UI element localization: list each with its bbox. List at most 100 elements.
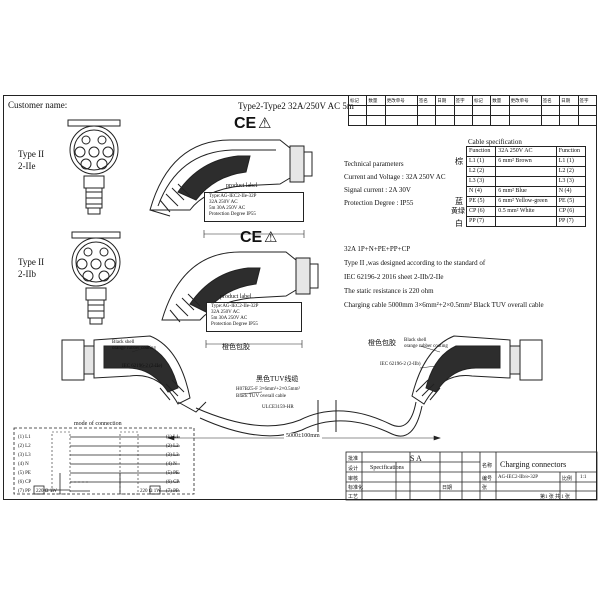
title-block-check: 审核 xyxy=(348,477,359,482)
title-block-sheet-label: 张 xyxy=(482,486,488,491)
product-label-line: 32A 250V AC xyxy=(209,200,238,205)
spec-note-cable: Charging cable 5000mm 3×6mm²+2×0.5mm² Bl… xyxy=(344,301,544,309)
product-label-line: Protection Degree IP55 xyxy=(211,322,258,327)
title-block-scale-label: 比例 xyxy=(562,477,573,482)
technical-current-voltage: Current and Voltage : 32A 250V AC xyxy=(344,173,446,181)
connection-pin-right: (1) L1 xyxy=(166,435,179,440)
spec-note-standard-1: Type II ,was designed according to the s… xyxy=(344,259,486,267)
cable-spec-header: Function xyxy=(555,146,587,157)
connection-resistor-right: 220 Ω 1W xyxy=(140,489,161,494)
cable-spec-title: Cable specification xyxy=(468,138,522,146)
title-block-name-label: 名称 xyxy=(482,464,493,469)
product-label-line: Type:AG-IEC2-IIe-32P xyxy=(211,304,259,309)
annotation-shell-left-text: Black shell xyxy=(112,340,135,345)
product-label-caption-top: product label xyxy=(226,183,258,189)
lower-connector-left xyxy=(61,335,207,413)
annotation-shell-left: Black shell orange rubber coating xyxy=(112,340,156,352)
connection-pin-right: (6) CP xyxy=(166,480,180,485)
title-block-approve: 批准 xyxy=(348,457,359,462)
title-block-code-label: 编号 xyxy=(482,477,493,482)
annotation-color-left: 橙色包胶 xyxy=(222,343,250,351)
annotation-cable-spec-text: H07BZ5-F 3×6mm²+2×0.5mm² xyxy=(236,387,300,392)
product-label-line: 32A 250V AC xyxy=(211,310,240,315)
connection-pin-left: (4) N xyxy=(18,462,29,467)
product-label-line: 5m 30A 250V AC xyxy=(209,206,246,211)
cable-spec-header-row: Function 32A 250V AC Function xyxy=(465,146,587,157)
cable-spec-table: Function 32A 250V AC Function L1 (1)6 mm… xyxy=(465,146,587,227)
annotation-cable-en-text: Black TUV overall cable xyxy=(236,394,286,399)
title-block-name-value: Charging connectors xyxy=(500,460,567,469)
spec-note-standard-2: IEC 62196-2 2016 sheet 2-IIb/2-IIe xyxy=(344,273,444,281)
ce-mark-bottom: CE xyxy=(240,229,263,246)
type-iib-line1: Type II xyxy=(18,257,45,267)
title-block-process: 工艺 xyxy=(348,495,359,500)
spec-note-resistance: The static resistance is 220 ohm xyxy=(344,287,434,295)
title-block-spec: Specifications xyxy=(370,465,404,471)
type-iie-label: Type II 2-IIe xyxy=(18,148,44,172)
annotation-rubber-left-text: orange rubber coating xyxy=(112,346,156,351)
title-block-standard: 标准化 xyxy=(348,486,364,491)
technical-parameters: Technical parameters Current and Voltage… xyxy=(344,158,446,210)
type-iib-label: Type II 2-IIb xyxy=(18,256,44,280)
cable-side-label-blue: 蓝 xyxy=(455,197,463,206)
cable-spec-header: 32A 250V AC xyxy=(495,146,557,157)
connection-right-pins: (1) L1 (2) L2 (3) L3 (4) N (5) PE (6) CP… xyxy=(166,433,179,496)
annotation-cable-spec: H07BZ5-F 3×6mm²+2×0.5mm² Black TUV overa… xyxy=(236,386,300,400)
connection-pin-right: (2) L2 xyxy=(166,444,179,449)
annotation-shell-right: Black shell orange rubber coating xyxy=(404,338,448,350)
annotation-rubber-right-text: orange rubber coating xyxy=(404,344,448,349)
product-label-line: Type:AG-IEC2-IIe-32P xyxy=(209,194,257,199)
connection-pin-right: (3) L3 xyxy=(166,453,179,458)
cable-side-label-brown: 棕 xyxy=(455,157,463,166)
socket-face-iib xyxy=(71,231,121,325)
spec-note-pinout: 32A 1P+N+PE+PP+CP xyxy=(344,245,411,253)
connection-pin-left: (2) L2 xyxy=(18,444,31,449)
type-iib-line2: 2-IIb xyxy=(18,269,36,279)
spec-notes: 32A 1P+N+PE+PP+CP Type II ,was designed … xyxy=(344,242,544,312)
cable-spec-row: PP (7)PP (7) xyxy=(465,216,587,227)
customer-name-label: Customer name: xyxy=(8,100,68,110)
annotation-shell-right-text: Black shell xyxy=(404,338,427,343)
charging-cable xyxy=(195,400,423,437)
connection-pin-left: (6) CP xyxy=(18,480,32,485)
connection-resistor-left: 220 Ω 1W xyxy=(36,489,57,494)
cable-length-label: 5000±100mm xyxy=(284,433,322,439)
warning-icon-bottom: ⚠ xyxy=(264,229,278,246)
title-block-date: 日期 xyxy=(442,486,453,491)
label-dimensions xyxy=(203,230,305,348)
connection-title: mode of connection xyxy=(72,421,124,427)
type-iie-line2: 2-IIe xyxy=(18,161,36,171)
annotation-iec-left: IEC 62196-2 (2-IIe) xyxy=(122,364,163,369)
schematic-box-left xyxy=(51,431,139,495)
annotation-iec-right: IEC 62196-2 (2-IIb) xyxy=(380,362,421,367)
drawing-frame xyxy=(3,95,597,500)
title-block-sa: S A xyxy=(410,454,422,463)
technical-title: Technical parameters xyxy=(344,160,404,168)
product-label-line: 5m 30A 250V AC xyxy=(211,316,248,321)
connection-pin-left: (1) L1 xyxy=(18,435,31,440)
title-block-sheet-value: 第1 张 共 1 张 xyxy=(540,495,571,500)
socket-face-iie xyxy=(67,119,121,215)
annotation-cable-code: ULCE3159-HR xyxy=(262,405,294,410)
title-block-design: 设计 xyxy=(348,467,359,472)
product-label-box-top: Type:AG-IEC2-IIe-32P 32A 250V AC 5m 30A … xyxy=(204,192,304,222)
connection-pin-left: (5) PE xyxy=(18,471,31,476)
revision-row xyxy=(347,115,598,126)
type-iie-line1: Type II xyxy=(18,149,45,159)
annotation-color-right: 橙色包胶 xyxy=(368,339,396,347)
leader-lines xyxy=(131,345,441,395)
cable-spec-row: L3 (3)L3 (3) xyxy=(465,176,587,187)
connector-side-iie xyxy=(149,139,313,217)
technical-signal-current: Signal current : 2A 30V xyxy=(344,186,411,194)
cable-spec-header: Function xyxy=(465,146,497,157)
ce-mark-top: CE xyxy=(234,115,257,132)
connection-schematic xyxy=(13,427,195,495)
connection-pin-left: (3) L3 xyxy=(18,453,31,458)
title-block-grid xyxy=(345,451,598,501)
lower-connector-right xyxy=(411,335,543,405)
product-label-box-bottom: Type:AG-IEC2-IIe-32P 32A 250V AC 5m 30A … xyxy=(206,302,302,332)
connection-pin-right: (5) PE xyxy=(166,471,179,476)
